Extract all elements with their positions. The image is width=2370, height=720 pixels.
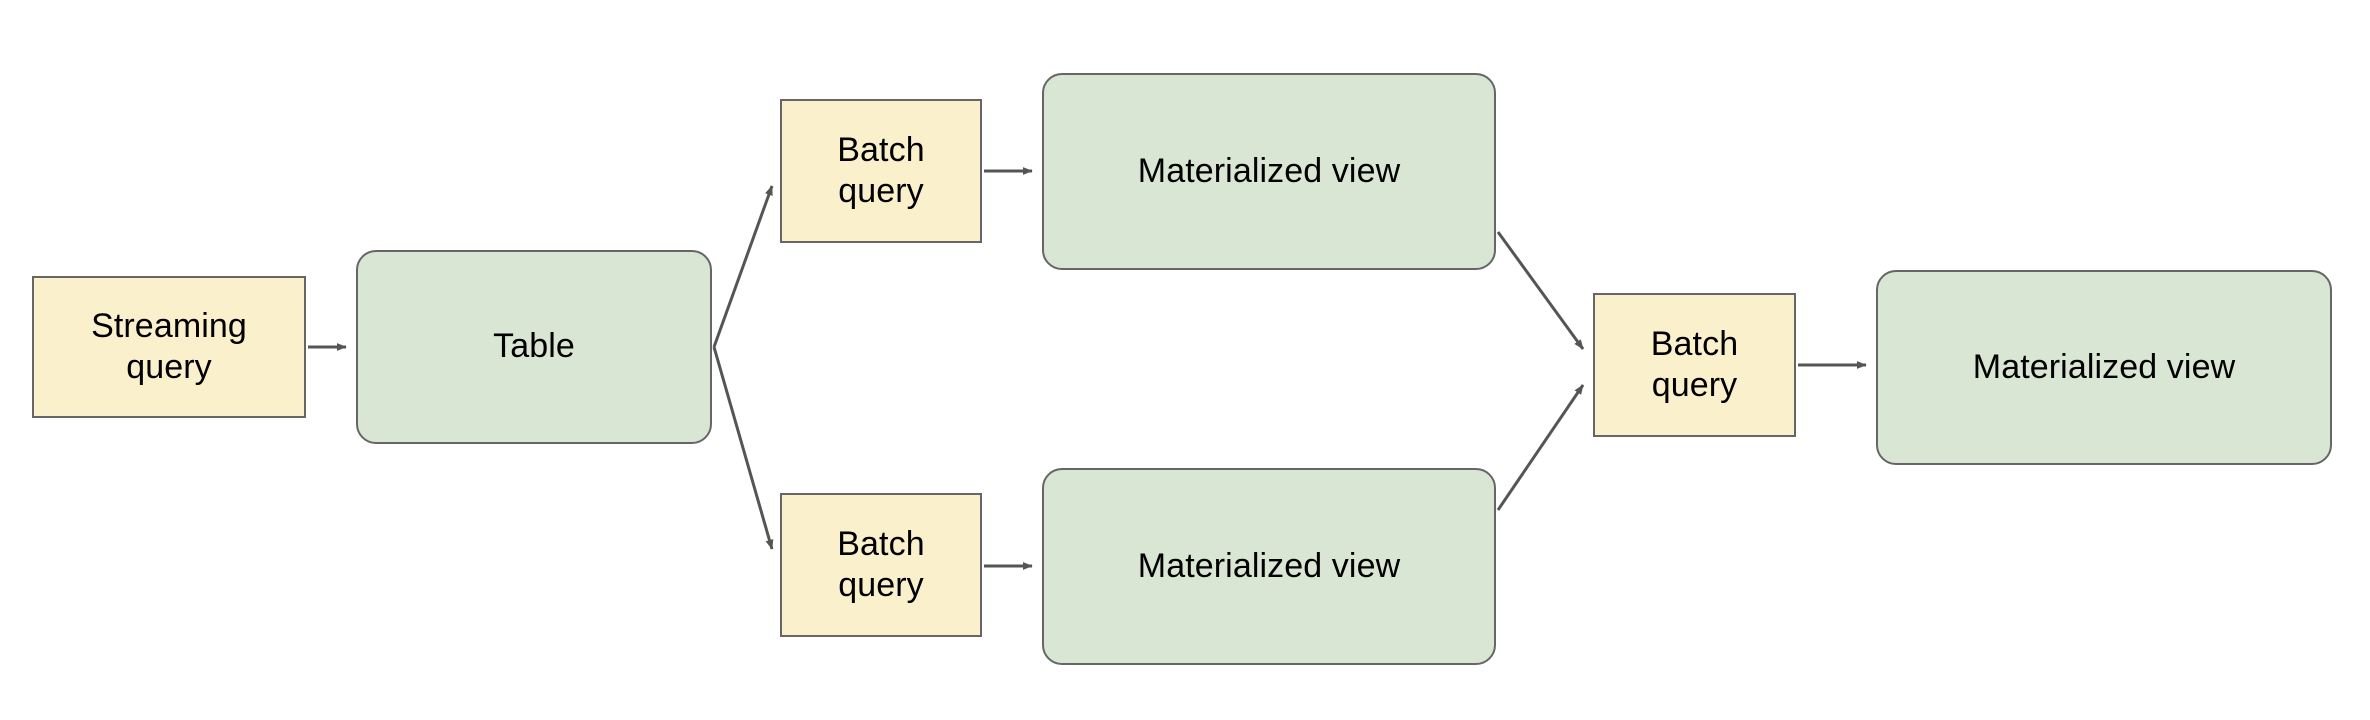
edge-table-to-batch-bottom <box>712 346 774 550</box>
edge-mv-top-to-merge <box>1496 231 1585 350</box>
node-label: Batch query <box>837 130 925 210</box>
node-batch-query-merge[interactable]: Batch query <box>1593 293 1796 437</box>
node-batch-query-top[interactable]: Batch query <box>780 99 982 243</box>
node-label: Streaming query <box>91 306 247 386</box>
node-materialized-view-top[interactable]: Materialized view <box>1042 73 1496 270</box>
node-batch-query-bottom[interactable]: Batch query <box>780 493 982 637</box>
node-label: Batch query <box>837 524 925 604</box>
node-label: Materialized view <box>1972 347 2236 386</box>
node-label: Table <box>493 327 575 366</box>
edge-table-to-batch-top <box>712 185 774 348</box>
node-label: Materialized view <box>1137 151 1401 190</box>
edge-mv-bottom-to-merge <box>1496 384 1585 511</box>
node-label: Materialized view <box>1137 546 1401 585</box>
node-label: Batch query <box>1650 324 1739 404</box>
node-materialized-view-final[interactable]: Materialized view <box>1876 270 2332 465</box>
node-materialized-view-bottom[interactable]: Materialized view <box>1042 468 1496 665</box>
node-streaming-query[interactable]: Streaming query <box>32 276 306 418</box>
node-table[interactable]: Table <box>356 250 712 444</box>
